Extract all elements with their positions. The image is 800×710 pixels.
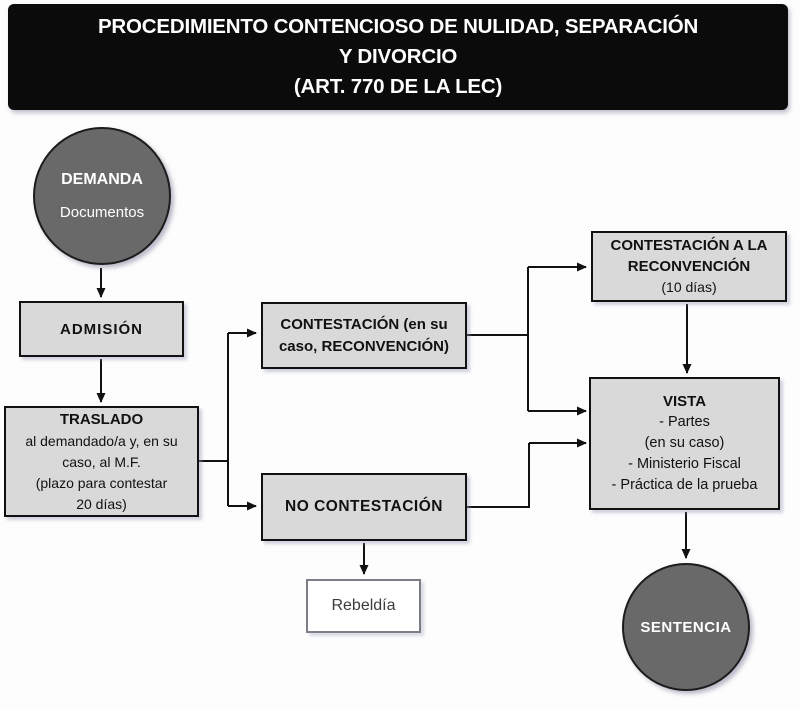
demanda-subtitle: Documentos xyxy=(59,204,145,221)
contestacion-line-1: CONTESTACIÓN (en su xyxy=(280,315,448,333)
admision-title: ADMISIÓN xyxy=(60,320,143,338)
title-line-2: Y DIVORCIO xyxy=(338,45,458,68)
traslado-line-1: al demandado/a y, en su xyxy=(25,432,178,449)
vista-line-4: - Práctica de la prueba xyxy=(611,477,758,493)
contestacion-reconvencion-box: CONTESTACIÓN A LA RECONVENCIÓN (10 días) xyxy=(591,231,787,302)
demanda-title: DEMANDA xyxy=(61,171,143,188)
traslado-line-2: caso, al M.F. xyxy=(62,453,141,470)
rebeldia-title: Rebeldía xyxy=(331,597,396,614)
vista-title: VISTA xyxy=(662,393,707,410)
traslado-box: TRASLADO al demandado/a y, en su caso, a… xyxy=(4,406,199,517)
vista-line-3: - Ministerio Fiscal xyxy=(628,456,741,472)
reconvencion-line-1: CONTESTACIÓN A LA xyxy=(610,237,768,254)
vista-line-2: (en su caso) xyxy=(644,435,725,451)
no-contestacion-title: NO CONTESTACIÓN xyxy=(285,498,443,515)
title-banner: PROCEDIMIENTO CONTENCIOSO DE NULIDAD, SE… xyxy=(8,4,788,110)
contestacion-line-2: caso, RECONVENCIÓN) xyxy=(278,337,450,355)
contestacion-box: CONTESTACIÓN (en su caso, RECONVENCIÓN) xyxy=(261,302,467,369)
title-line-1: PROCEDIMIENTO CONTENCIOSO DE NULIDAD, SE… xyxy=(97,15,699,38)
vista-box: VISTA - Partes (en su caso) - Ministerio… xyxy=(589,377,780,510)
sentencia-title: SENTENCIA xyxy=(640,618,732,636)
reconvencion-line-3: (10 días) xyxy=(661,279,717,295)
sentencia-node: SENTENCIA xyxy=(622,563,750,691)
title-line-3: (ART. 770 DE LA LEC) xyxy=(293,75,503,98)
traslado-line-4: 20 días) xyxy=(76,495,127,512)
reconvencion-line-2: RECONVENCIÓN xyxy=(627,258,751,275)
line-nocontestacion-out xyxy=(467,443,530,508)
traslado-title: TRASLADO xyxy=(59,410,144,428)
rebeldia-box: Rebeldía xyxy=(306,579,421,633)
demanda-node: DEMANDA Documentos xyxy=(33,127,171,265)
no-contestacion-box: NO CONTESTACIÓN xyxy=(261,473,467,541)
vista-line-1: - Partes xyxy=(659,414,710,430)
traslado-line-3: (plazo para contestar xyxy=(35,474,168,491)
admision-box: ADMISIÓN xyxy=(19,301,184,357)
